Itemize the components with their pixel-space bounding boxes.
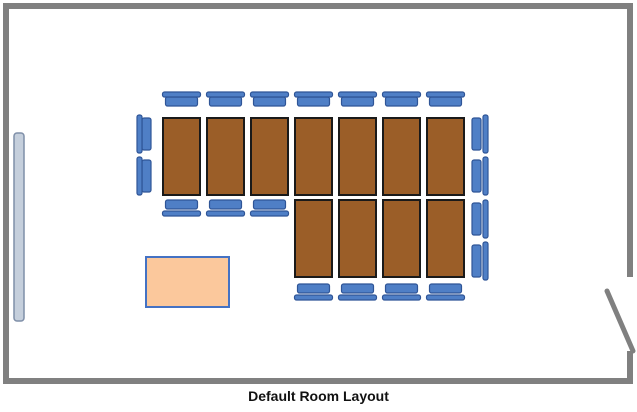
chair-back: [136, 114, 143, 154]
chair: [136, 114, 152, 154]
desk: [382, 199, 421, 278]
desk: [338, 117, 377, 196]
chair: [293, 91, 334, 107]
chair: [161, 199, 202, 217]
chair: [381, 283, 422, 301]
desk: [338, 199, 377, 278]
chair: [249, 91, 290, 107]
wall-outline: [3, 3, 633, 384]
chair-back: [293, 91, 334, 98]
chair-seat: [428, 96, 463, 107]
door: [604, 288, 636, 354]
chair: [471, 199, 489, 239]
whiteboard: [13, 132, 25, 322]
desk: [250, 117, 289, 196]
chair: [471, 114, 489, 154]
chair-seat: [141, 117, 152, 151]
chair-back: [381, 91, 422, 98]
chair: [471, 241, 489, 281]
chair-seat: [471, 117, 482, 151]
chair-seat: [471, 202, 482, 236]
chair-seat: [471, 244, 482, 278]
chair-back: [205, 210, 246, 217]
chair-back: [136, 156, 143, 196]
chair-back: [482, 156, 489, 196]
chair: [337, 91, 378, 107]
chair: [337, 283, 378, 301]
chair-seat: [252, 199, 287, 210]
chair-back: [337, 294, 378, 301]
chair: [425, 91, 466, 107]
desk: [206, 117, 245, 196]
chair-back: [425, 91, 466, 98]
chair-back: [249, 210, 290, 217]
chair-back: [482, 241, 489, 281]
chair-seat: [471, 159, 482, 193]
chair-back: [425, 294, 466, 301]
chair: [136, 156, 152, 196]
chair-seat: [208, 96, 243, 107]
chair-back: [381, 294, 422, 301]
chair-seat: [340, 96, 375, 107]
desk: [294, 199, 333, 278]
chair-seat: [141, 159, 152, 193]
chair-seat: [208, 199, 243, 210]
chairs: [136, 91, 489, 301]
desk: [162, 117, 201, 196]
chair: [249, 199, 290, 217]
chair-seat: [252, 96, 287, 107]
chair-seat: [164, 96, 199, 107]
chair: [205, 199, 246, 217]
chair-back: [161, 210, 202, 217]
chair: [205, 91, 246, 107]
desk: [426, 199, 465, 278]
chair-seat: [384, 96, 419, 107]
chair-back: [482, 114, 489, 154]
chair-back: [482, 199, 489, 239]
desk: [382, 117, 421, 196]
chair-seat: [296, 96, 331, 107]
chair-seat: [428, 283, 463, 294]
chair: [381, 91, 422, 107]
chair-back: [337, 91, 378, 98]
room-walls: [3, 3, 633, 384]
desks: [162, 117, 465, 278]
chair: [161, 91, 202, 107]
chair-back: [205, 91, 246, 98]
side-table: [145, 256, 230, 308]
chair-back: [249, 91, 290, 98]
chair: [425, 283, 466, 301]
chair: [471, 156, 489, 196]
chair: [293, 283, 334, 301]
desk: [426, 117, 465, 196]
chair-back: [293, 294, 334, 301]
chair-seat: [164, 199, 199, 210]
desk: [294, 117, 333, 196]
chair-seat: [384, 283, 419, 294]
chair-seat: [340, 283, 375, 294]
chair-back: [161, 91, 202, 98]
diagram-caption: Default Room Layout: [248, 388, 389, 404]
chair-seat: [296, 283, 331, 294]
